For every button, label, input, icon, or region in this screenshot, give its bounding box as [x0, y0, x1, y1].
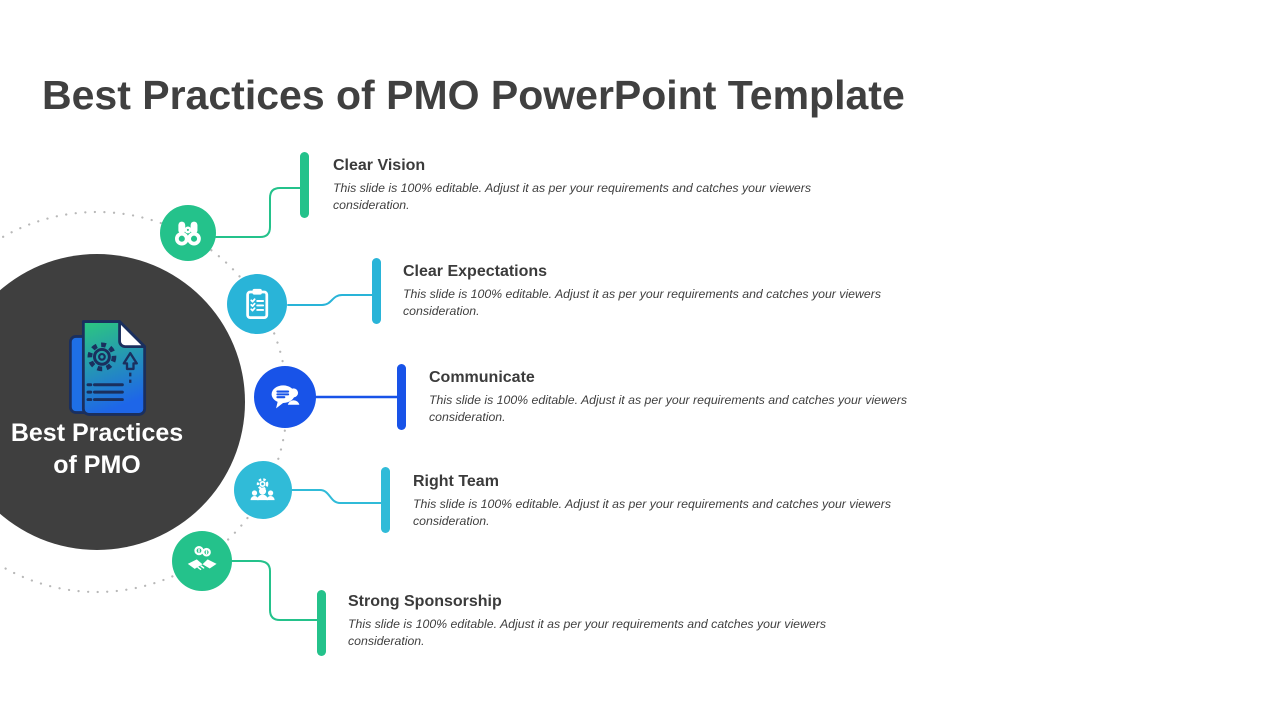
connector-clear-expectations — [287, 294, 373, 306]
accent-bar-clear-vision — [300, 152, 309, 218]
item-title: Clear Expectations — [403, 263, 548, 280]
clipboard-icon — [246, 288, 268, 319]
connector-right-team — [291, 489, 382, 504]
item-strong-sponsorship: Strong Sponsorship This slide is 100% ed… — [348, 593, 853, 651]
connector-strong-sponsorship — [230, 560, 318, 621]
accent-bar-right-team — [381, 467, 390, 533]
item-clear-vision: Clear Vision This slide is 100% editable… — [333, 157, 838, 215]
item-communicate: Communicate This slide is 100% editable.… — [429, 369, 934, 427]
item-description: This slide is 100% editable. Adjust it a… — [403, 287, 881, 319]
hub-label: Best Practices of PMO — [0, 417, 245, 481]
item-right-team: Right Team This slide is 100% editable. … — [413, 473, 918, 531]
item-title: Right Team — [413, 473, 499, 490]
chat-person-icon — [271, 385, 300, 409]
item-description: This slide is 100% editable. Adjust it a… — [333, 181, 811, 213]
node-strong-sponsorship — [172, 531, 232, 591]
hub-label-line1: Best Practices — [10, 419, 184, 447]
binoculars-icon — [175, 221, 201, 246]
item-title: Clear Vision — [333, 157, 426, 174]
item-description: This slide is 100% editable. Adjust it a… — [413, 497, 891, 529]
accent-bar-clear-expectations — [372, 258, 381, 324]
slide-title: Best Practices of PMO PowerPoint Templat… — [42, 72, 905, 119]
handshake-coins-icon — [187, 545, 217, 570]
accent-bar-communicate — [397, 364, 406, 430]
item-description: This slide is 100% editable. Adjust it a… — [348, 617, 826, 649]
item-clear-expectations: Clear Expectations This slide is 100% ed… — [403, 263, 908, 321]
node-communicate — [254, 366, 316, 428]
item-title: Strong Sponsorship — [348, 593, 502, 610]
team-gear-icon — [250, 478, 276, 501]
item-title: Communicate — [429, 369, 535, 386]
accent-bar-strong-sponsorship — [317, 590, 326, 656]
document-gear-arrow-icon — [68, 320, 147, 416]
node-right-team — [234, 461, 292, 519]
connector-clear-vision — [215, 187, 301, 238]
hub-label-line2: of PMO — [53, 451, 141, 479]
node-clear-expectations — [227, 274, 287, 334]
node-clear-vision — [160, 205, 216, 261]
item-description: This slide is 100% editable. Adjust it a… — [429, 393, 907, 425]
